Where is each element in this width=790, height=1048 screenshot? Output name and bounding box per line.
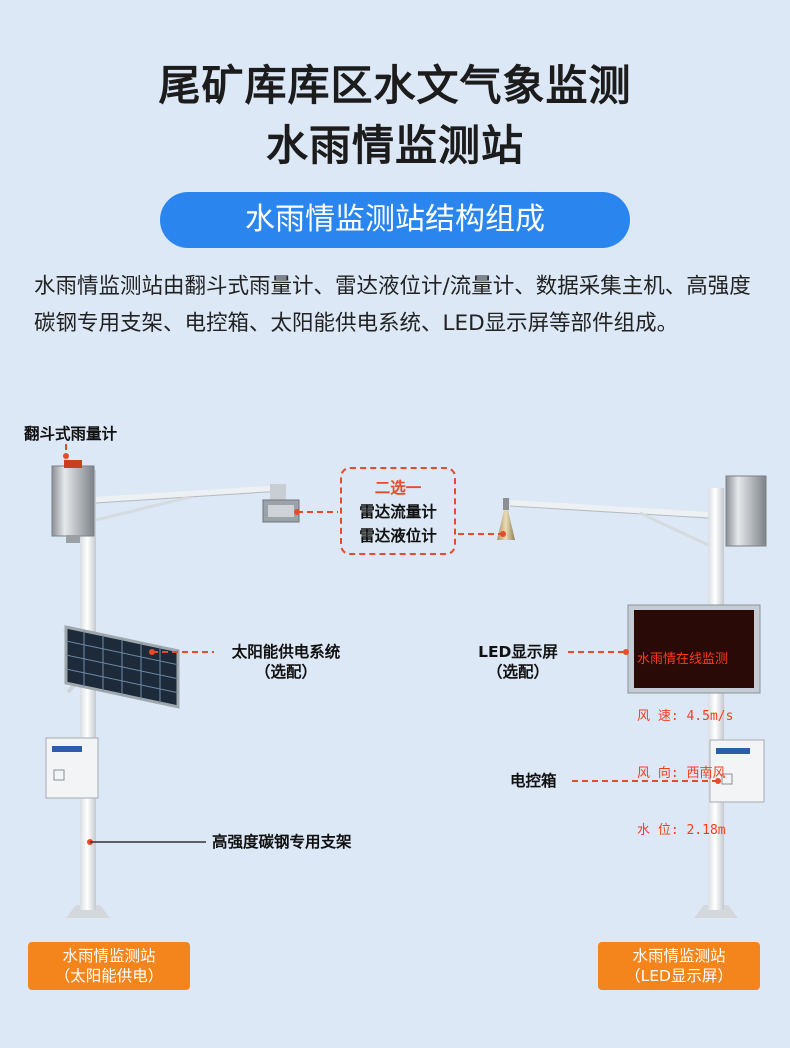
page-subtitle: 水雨情监测站 bbox=[265, 121, 524, 170]
label-rain-gauge: 翻斗式雨量计 bbox=[24, 425, 118, 443]
led-line-1: 水雨情在线监测 bbox=[637, 652, 729, 667]
label-led-optional: （选配） bbox=[486, 663, 549, 681]
label-radar-flow: 雷达流量计 bbox=[359, 503, 437, 521]
badge-right-line1: 水雨情监测站 bbox=[632, 947, 726, 965]
label-solar-optional: （选配） bbox=[254, 663, 317, 681]
callout-lines bbox=[65, 444, 718, 782]
rain-gauge-bottom bbox=[66, 535, 80, 543]
label-solar: 太阳能供电系统 （选配） bbox=[216, 642, 356, 682]
label-control-box: 电控箱 bbox=[510, 772, 557, 790]
left-arm bbox=[95, 485, 283, 503]
right-rain-gauge bbox=[725, 475, 767, 547]
radar-level-meter bbox=[497, 510, 515, 540]
led-line-4: 水 位: 2.18m bbox=[637, 823, 726, 838]
page-title: 尾矿库库区水文气象监测 bbox=[158, 61, 632, 110]
label-led: LED显示屏 （选配） bbox=[468, 642, 568, 682]
badge-left-line1: 水雨情监测站 bbox=[62, 947, 156, 965]
label-radar-level: 雷达液位计 bbox=[359, 527, 437, 545]
right-pole bbox=[708, 488, 724, 910]
led-line-2: 风 速: 4.5m/s bbox=[637, 709, 734, 724]
right-station bbox=[497, 475, 767, 918]
led-text: 水雨情在线监测 风 速: 4.5m/s 风 向: 西南风 水 位: 2.18m bbox=[637, 612, 753, 859]
label-solar-name: 太阳能供电系统 bbox=[231, 643, 341, 661]
label-bracket: 高强度碳钢专用支架 bbox=[212, 833, 352, 851]
choose-one-box bbox=[340, 467, 456, 555]
badge-left-line2: （太阳能供电） bbox=[54, 967, 164, 985]
right-pole-base bbox=[694, 905, 738, 918]
left-pole bbox=[80, 470, 96, 910]
label-choose-one: 二选一 bbox=[374, 479, 422, 497]
right-arm bbox=[509, 500, 709, 518]
badge-right: 水雨情监测站 （LED显示屏） bbox=[598, 942, 760, 990]
badge-right-line2: （LED显示屏） bbox=[625, 967, 733, 985]
left-station bbox=[45, 460, 300, 918]
rain-gauge-top bbox=[64, 460, 82, 468]
section-pill: 水雨情监测站结构组成 bbox=[160, 192, 630, 248]
left-pole-base bbox=[66, 905, 110, 918]
label-led-name: LED显示屏 bbox=[478, 643, 558, 661]
badge-left: 水雨情监测站 （太阳能供电） bbox=[28, 942, 190, 990]
solar-panel bbox=[64, 625, 180, 709]
led-line-3: 风 向: 西南风 bbox=[637, 766, 726, 781]
left-arm-brace bbox=[95, 495, 191, 522]
description-text: 水雨情监测站由翻斗式雨量计、雷达液位计/流量计、数据采集主机、高强度碳钢专用支架… bbox=[34, 274, 751, 336]
rain-gauge-body bbox=[51, 465, 95, 537]
led-display bbox=[634, 610, 754, 688]
